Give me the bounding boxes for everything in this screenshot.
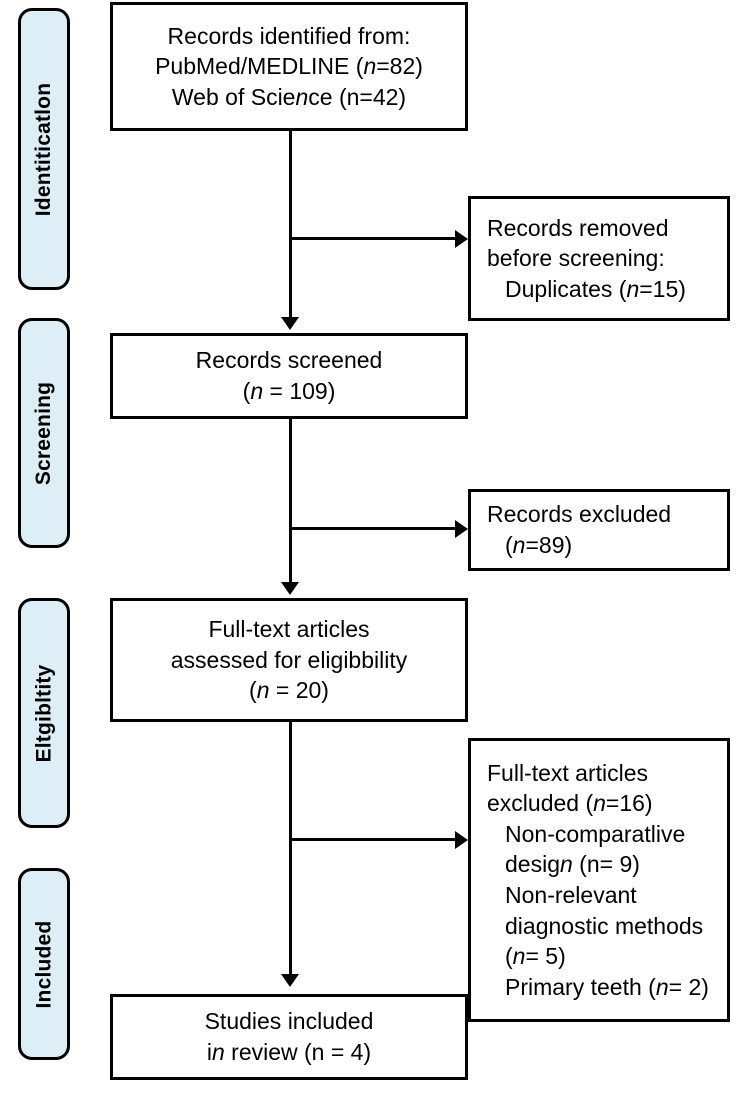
connector-fulltext-to-excluded [289,838,455,841]
box-line: design (n= 9) [505,851,640,878]
box-line: before screening: [487,245,665,272]
connector-identified-to-removed [289,237,455,240]
connector-screened-to-fulltext [289,419,292,582]
arrow-screened-to-fulltext [281,582,299,595]
connector-screened-to-excluded [289,527,455,530]
stage-label-screening: Screening [32,381,56,485]
stage-label-included: Included [32,920,56,1008]
box-line: Records removed [487,214,669,241]
box-line: Full-text articles [487,759,649,786]
arrow-fulltext-to-included [281,974,299,987]
box-line: excluded (n=16) [487,790,653,817]
arrow-screened-to-excluded [455,520,468,538]
box-line: Duplicates (n=15) [505,275,686,302]
connector-identified-to-screened [289,131,292,317]
box-line: Primary teeth (n= 2) [505,973,709,1000]
fulltext-assessed-box: Full-text articles assessed for eligibbil… [110,598,468,722]
box-line: Non-relevant [505,882,637,908]
box-line: Studies included [204,1008,374,1035]
box-line: diagnostic methods [505,912,704,939]
box-line: PubMed/MEDLINE (n=82) [155,53,423,80]
box-line: Non-comparatlive [505,820,686,847]
records-removed-box: Records removed before screening: Duplicat… [468,196,730,321]
records-excluded-box: Records excluded (n=89) [468,489,730,571]
arrow-fulltext-to-excluded [455,831,468,849]
studies-included-box: Studies included in review (n = 4) [110,994,468,1080]
records-identified-box: Records identified from: PubMed/MEDLINE (… [110,2,468,131]
connector-fulltext-to-included [289,722,292,974]
fulltext-excluded-box: Full-text articles excluded (n=16) Non-com… [468,738,730,1022]
box-line: Web of Science (n=42) [171,83,407,110]
box-line: Records identified from: [167,22,411,49]
stage-label-eligibility: Eltgibltity [32,664,56,762]
stage-label-identification: Identiticatlon [32,82,56,216]
box-line: (n = 20) [249,677,329,704]
box-line: (n= 5) [505,943,566,970]
box-line: Records excluded [487,501,672,528]
records-screened-box: Records screened (n = 109) [110,333,468,419]
box-line: assessed for eligibbility [170,646,408,673]
box-line: (n = 109) [242,378,336,404]
stage-pill-included: Included [18,868,70,1060]
stage-pill-screening: Screening [18,318,70,548]
box-line: Full-text articles [208,616,370,643]
stage-pill-eligibility: Eltgibltity [18,598,70,828]
stage-pill-identification: Identiticatlon [18,8,70,290]
box-line: Records screened [195,347,383,374]
arrow-identified-to-screened [281,317,299,330]
arrow-identified-to-removed [455,230,468,248]
box-line: in review (n = 4) [206,1039,372,1065]
box-line: (n=89) [505,532,573,558]
